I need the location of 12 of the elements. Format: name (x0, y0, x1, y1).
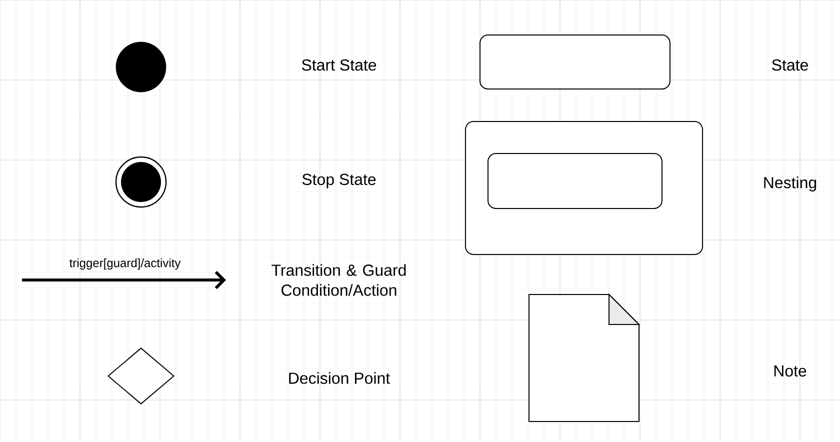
symbol-label: Stop State (302, 174, 376, 188)
state-box (480, 34, 670, 90)
symbol-label: Decision Point (289, 372, 390, 384)
symbol-label: Start State (302, 59, 376, 71)
symbol-label: Nesting (764, 176, 816, 192)
stop-state-symbol (115, 156, 167, 208)
state-box (488, 153, 662, 209)
symbol-label: Transition & Guard Condition/Action (272, 264, 406, 296)
start-state-dot (116, 42, 166, 92)
symbol-label: State (772, 59, 808, 71)
symbol-label: Note (774, 365, 806, 377)
arrow-label: trigger[guard]/activity (70, 258, 181, 270)
